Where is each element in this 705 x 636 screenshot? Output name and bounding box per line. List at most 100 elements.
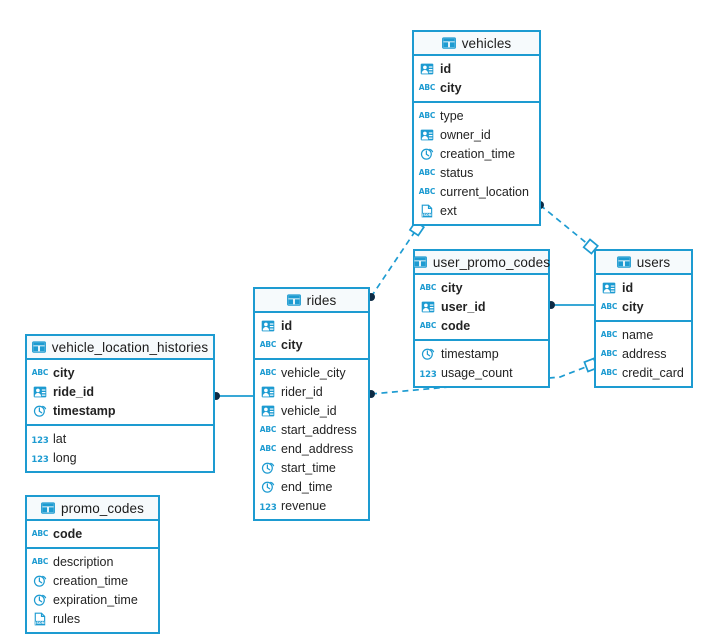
svg-text:JSON: JSON [421, 212, 432, 216]
field-row-users-id[interactable]: id [596, 278, 691, 297]
field-name: timestamp [53, 403, 116, 418]
field-name: city [622, 299, 644, 314]
field-row-promo_codes-code[interactable]: ABC code [27, 524, 158, 543]
field-name: creation_time [440, 146, 516, 161]
table-header-users[interactable]: users [596, 251, 691, 275]
field-row-vehicle_location_histories-ride_id[interactable]: ride_id [27, 382, 213, 401]
field-row-users-address[interactable]: ABC address [596, 344, 691, 363]
timestamp-type-icon [33, 594, 47, 606]
field-name: name [622, 327, 654, 342]
field-name: usage_count [441, 365, 513, 380]
primary-key-icon [261, 320, 275, 331]
field-name: user_id [441, 299, 486, 314]
field-name: end_time [281, 479, 333, 494]
text-type-icon: ABC [419, 320, 437, 330]
field-row-user_promo_codes-usage_count[interactable]: 123 usage_count [415, 363, 548, 382]
table-name: rides [306, 292, 337, 308]
timestamp-type-icon [261, 462, 275, 474]
table-header-promo_codes[interactable]: promo_codes [27, 497, 158, 521]
field-row-rides-id[interactable]: id [255, 316, 368, 335]
text-type-icon: ABC [418, 167, 436, 177]
primary-key-icon [420, 129, 434, 140]
timestamp-type-icon [421, 348, 435, 360]
field-row-promo_codes-creation_time[interactable]: creation_time [27, 571, 158, 590]
field-row-vehicles-creation_time[interactable]: creation_time [414, 144, 539, 163]
field-row-user_promo_codes-code[interactable]: ABC code [415, 316, 548, 335]
field-name: creation_time [53, 573, 129, 588]
field-name: vehicle_city [281, 365, 346, 380]
json-type-icon: JSON [421, 204, 433, 217]
table-header-vehicle_location_histories[interactable]: vehicle_location_histories [27, 336, 213, 360]
number-type-icon: 123 [419, 369, 437, 380]
primary-key-icon [420, 63, 434, 74]
field-row-users-name[interactable]: ABC name [596, 325, 691, 344]
field-name: city [281, 337, 303, 352]
text-type-icon: ABC [31, 528, 49, 538]
field-row-user_promo_codes-user_id[interactable]: user_id [415, 297, 548, 316]
text-type-icon: ABC [600, 348, 618, 358]
field-name: long [53, 450, 77, 465]
field-name: owner_id [440, 127, 491, 142]
field-row-vehicles-owner_id[interactable]: owner_id [414, 125, 539, 144]
column-section-user_promo_codes: timestamp 123 usage_count [415, 341, 548, 386]
field-row-rides-end_time[interactable]: end_time [255, 477, 368, 496]
table-header-rides[interactable]: rides [255, 289, 368, 313]
number-type-icon: 123 [31, 435, 49, 446]
field-name: current_location [440, 184, 529, 199]
field-row-user_promo_codes-timestamp[interactable]: timestamp [415, 344, 548, 363]
primary-key-section-promo_codes: ABC code [27, 521, 158, 549]
table-header-vehicles[interactable]: vehicles [414, 32, 539, 56]
table-icon [286, 294, 301, 306]
primary-key-icon [33, 386, 47, 397]
field-name: credit_card [622, 365, 684, 380]
field-row-vehicle_location_histories-timestamp[interactable]: timestamp [27, 401, 213, 420]
table-name: user_promo_codes [432, 254, 551, 270]
timestamp-type-icon [33, 405, 47, 417]
field-name: code [53, 526, 83, 541]
field-name: address [622, 346, 667, 361]
table-name: users [636, 254, 671, 270]
primary-key-icon [602, 282, 616, 293]
text-type-icon: ABC [600, 329, 618, 339]
field-row-rides-vehicle_id[interactable]: vehicle_id [255, 401, 368, 420]
timestamp-type-icon [33, 575, 47, 587]
table-icon [41, 502, 55, 514]
number-type-icon: 123 [259, 502, 277, 513]
table-header-user_promo_codes[interactable]: user_promo_codes [413, 251, 551, 275]
field-row-rides-rider_id[interactable]: rider_id [255, 382, 368, 401]
field-row-vehicles-id[interactable]: id [414, 59, 539, 78]
field-name: code [441, 318, 471, 333]
field-row-rides-start_time[interactable]: start_time [255, 458, 368, 477]
field-row-promo_codes-expiration_time[interactable]: expiration_time [27, 590, 158, 609]
field-name: start_time [281, 460, 336, 475]
field-name: id [440, 61, 452, 76]
